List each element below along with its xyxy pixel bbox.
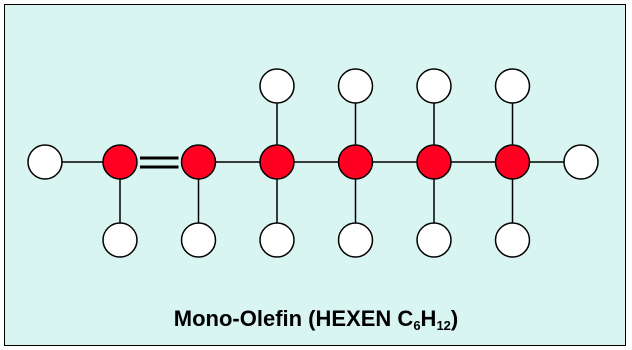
caption-carbon-subscript: 6 xyxy=(413,318,421,333)
hydrogen-atom xyxy=(563,144,599,180)
hydrogen-atom xyxy=(180,222,217,258)
hydrogen-atom xyxy=(416,68,452,104)
carbon-atom xyxy=(180,144,217,180)
hydrogen-atom xyxy=(337,222,374,258)
hydrogen-atom xyxy=(259,68,295,104)
molecule-caption: Mono-Olefin (HEXEN C6H12) xyxy=(0,306,632,332)
hydrogen-atom xyxy=(416,222,452,258)
hydrogen-atom xyxy=(494,68,531,104)
hydrogen-atom xyxy=(27,144,63,180)
caption-prefix: Mono-Olefin (HEXEN C xyxy=(173,306,414,331)
carbon-atom xyxy=(102,144,138,180)
hydrogen-atom xyxy=(494,222,531,258)
caption-hydrogen-subscript: 12 xyxy=(436,318,451,333)
hydrogen-atom xyxy=(337,68,374,104)
carbon-atom xyxy=(416,144,452,180)
caption-suffix: ) xyxy=(450,306,459,331)
hydrogen-atom xyxy=(102,222,138,258)
hydrogen-atom xyxy=(259,222,295,258)
carbon-atom xyxy=(337,144,374,180)
caption-hydrogen-symbol: H xyxy=(420,306,437,331)
carbon-atom xyxy=(259,144,295,180)
carbon-atom xyxy=(494,144,531,180)
